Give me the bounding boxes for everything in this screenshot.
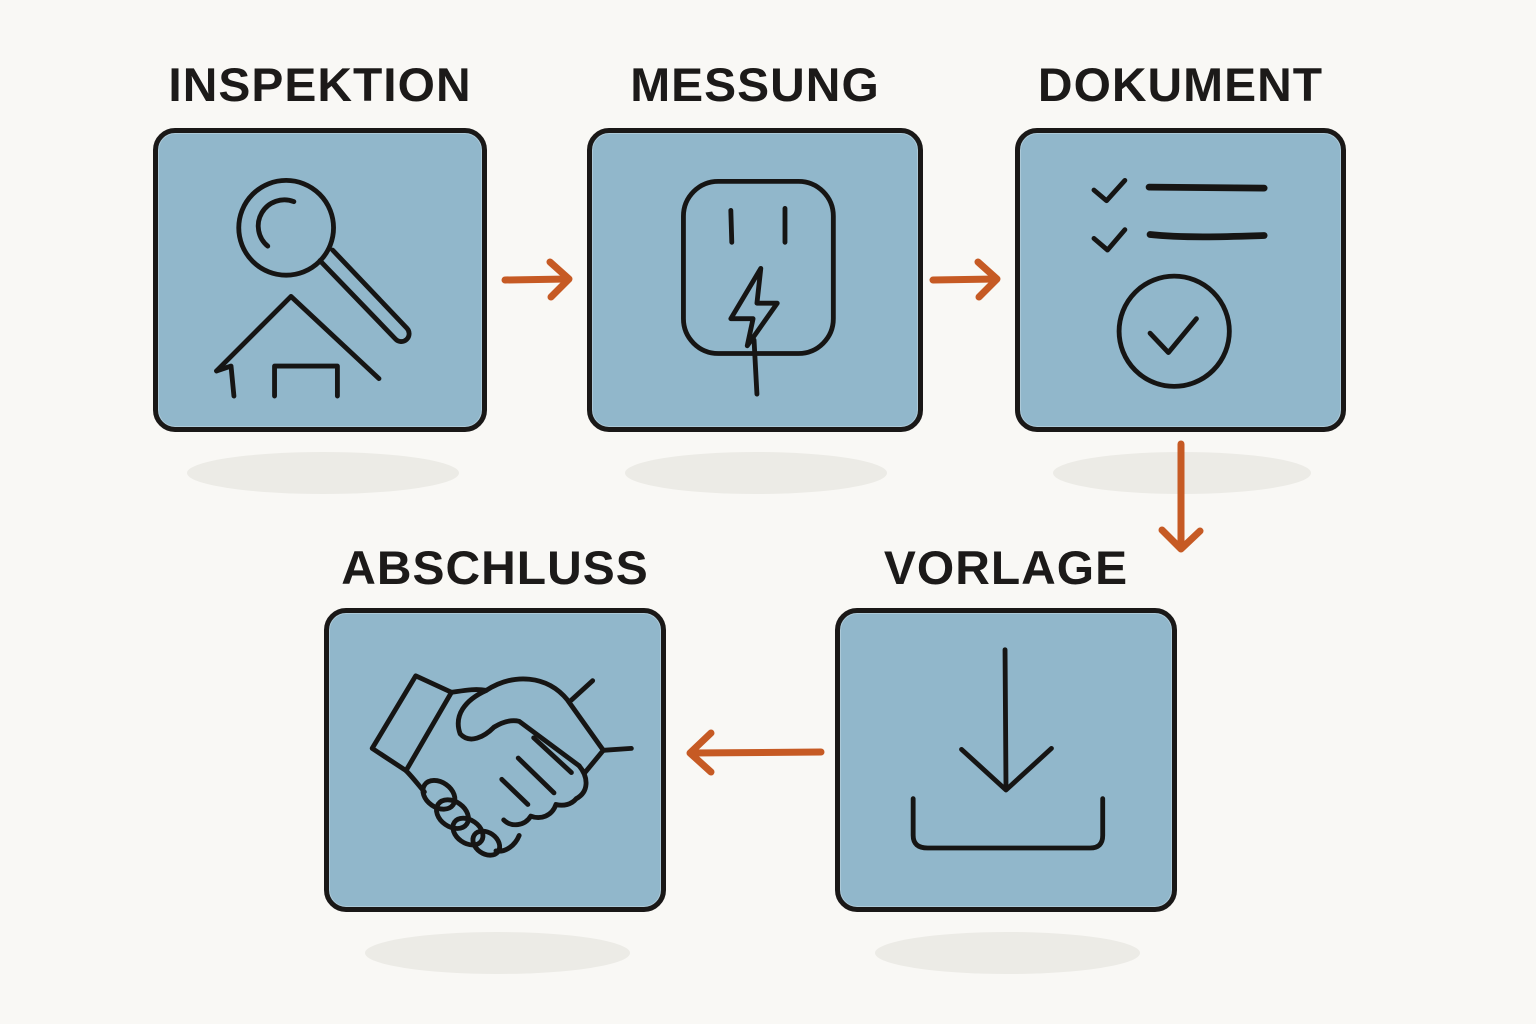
- step-label-inspektion: INSPEKTION: [168, 58, 472, 111]
- download-tray-icon: [910, 647, 1106, 851]
- power-outlet-lightning-icon: [681, 178, 836, 397]
- box-shadow-messung: [625, 452, 887, 494]
- step-label-abschluss: ABSCHLUSS: [341, 541, 649, 594]
- step-label-dokument: DOKUMENT: [1037, 58, 1324, 111]
- step-label-vorlage: VORLAGE: [883, 541, 1129, 594]
- step-box-messung: [587, 128, 923, 432]
- checklist-approved-icon: [1091, 177, 1268, 389]
- step-label-messung: MESSUNG: [630, 58, 880, 111]
- arrow-messung-to-dokument: [928, 255, 1003, 305]
- step-box-inspektion: [153, 128, 487, 432]
- box-shadow-inspektion: [187, 452, 459, 494]
- step-box-abschluss: [324, 608, 666, 912]
- house-magnifier-icon: [214, 177, 412, 399]
- step-box-vorlage: [835, 608, 1177, 912]
- box-shadow-vorlage: [875, 932, 1140, 974]
- arrow-vorlage-to-abschluss: [683, 725, 828, 780]
- step-box-dokument: [1015, 128, 1346, 432]
- box-shadow-abschluss: [365, 932, 630, 974]
- arrow-dokument-to-vorlage: [1155, 438, 1207, 558]
- arrow-inspektion-to-messung: [500, 255, 575, 305]
- handshake-icon: [369, 673, 634, 858]
